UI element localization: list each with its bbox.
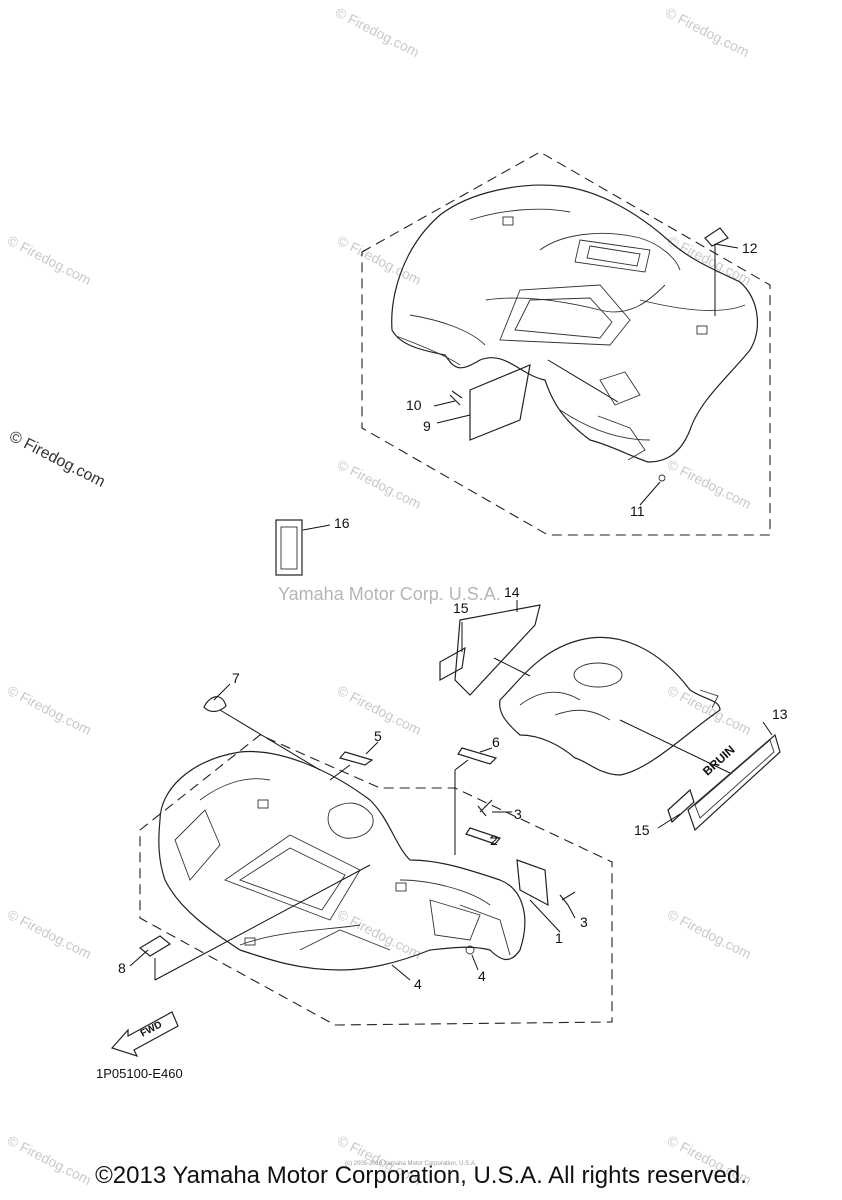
- callout-9: 9: [423, 418, 431, 434]
- rear-fender-part-9: [469, 364, 531, 441]
- callout-5: 5: [374, 728, 382, 744]
- rear-fender: [391, 184, 758, 482]
- callout-1: 1: [555, 930, 563, 946]
- rear-fender-part-10: [449, 390, 463, 406]
- part-13-decal: [687, 733, 781, 832]
- front-tank-cover: [499, 636, 721, 776]
- part-15-decal-lower: [667, 788, 695, 824]
- part-4-lower: [465, 945, 475, 955]
- part-15-decal-upper: [439, 646, 466, 682]
- callout-10: 10: [406, 397, 422, 413]
- rear-fender-part-12: [704, 227, 729, 247]
- part-7: [203, 696, 227, 712]
- front-fender: [158, 750, 526, 971]
- callout-3-lower: 3: [580, 914, 588, 930]
- rear-fender-group-boundary: [361, 151, 771, 536]
- callout-4-right: 4: [478, 968, 486, 984]
- callout-14: 14: [504, 584, 520, 600]
- callout-8: 8: [118, 960, 126, 976]
- part-5: [338, 751, 374, 766]
- callout-13: 13: [772, 706, 788, 722]
- callout-7: 7: [232, 670, 240, 686]
- part-2: [465, 827, 502, 845]
- small-credit: (c) 2005-2016 Yamaha Motor Corporation, …: [345, 1161, 477, 1167]
- yamaha-watermark: Yamaha Motor Corp. U.S.A.: [278, 584, 501, 604]
- leader-lines: [129, 243, 773, 981]
- part-6: [457, 747, 498, 765]
- part-3-lower: [559, 891, 576, 906]
- callout-15-upper: 15: [453, 600, 469, 616]
- part-1-flap: [516, 859, 549, 907]
- callout-11: 11: [630, 503, 645, 519]
- part-14-decal: [454, 604, 541, 696]
- callout-6: 6: [492, 734, 500, 750]
- diagram-code: 1P05100-E460: [96, 1066, 183, 1081]
- callout-12: 12: [742, 240, 758, 256]
- callout-15-lower: 15: [634, 822, 650, 838]
- callout-2: 2: [490, 832, 498, 848]
- callout-3-upper: 3: [514, 806, 522, 822]
- copyright-notice: ©2013 Yamaha Motor Corporation, U.S.A. A…: [95, 1162, 747, 1189]
- part-8: [138, 935, 172, 957]
- front-fender-group-boundary: [139, 734, 613, 1026]
- callout-16: 16: [334, 515, 350, 531]
- part-3-upper: [477, 799, 493, 817]
- fwd-arrow: [110, 1011, 179, 1058]
- callout-4-left: 4: [414, 976, 422, 992]
- part-16-label: [275, 519, 303, 576]
